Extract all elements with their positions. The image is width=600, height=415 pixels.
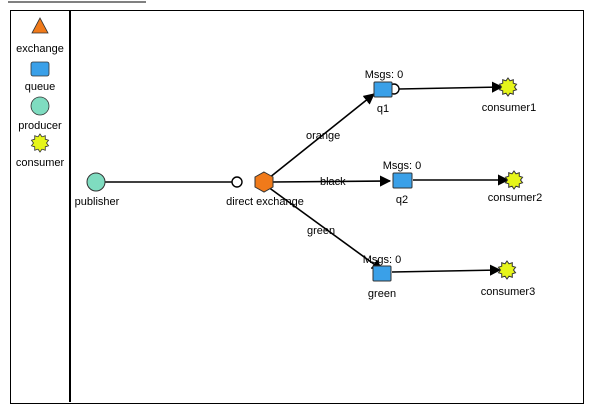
- node-consumer2[interactable]: consumer2: [488, 170, 542, 204]
- queue-rect-icon[interactable]: [372, 265, 392, 282]
- edge-label-orange: orange: [306, 130, 340, 142]
- node-label-publisher: publisher: [75, 196, 120, 208]
- queue-msgs-q2: Msgs: 0: [383, 160, 422, 172]
- legend-label-queue: queue: [25, 81, 56, 93]
- legend: exchange queue producer consumer: [16, 17, 65, 169]
- edges: orange black green: [105, 81, 510, 276]
- legend-item-exchange: exchange: [16, 17, 64, 55]
- node-green[interactable]: Msgs: 0 green: [363, 254, 402, 300]
- node-q1[interactable]: Msgs: 0 q1: [365, 69, 404, 115]
- legend-label-producer: producer: [18, 120, 62, 132]
- edge-green-consumer3[interactable]: [391, 264, 502, 276]
- node-label-exchange: direct exchange: [226, 196, 304, 208]
- node-label-consumer3: consumer3: [481, 286, 535, 298]
- legend-label-consumer: consumer: [16, 157, 65, 169]
- queue-rect-icon[interactable]: [392, 172, 413, 189]
- node-consumer3[interactable]: consumer3: [481, 260, 535, 298]
- edge-origin-circle: [231, 176, 243, 188]
- legend-label-exchange: exchange: [16, 43, 64, 55]
- node-label-green: green: [368, 288, 396, 300]
- edge-q1-consumer1[interactable]: [398, 81, 504, 93]
- node-q2[interactable]: Msgs: 0 q2: [383, 160, 422, 206]
- exchange-hexagon-icon[interactable]: [254, 171, 274, 193]
- producer-circle-icon[interactable]: [86, 172, 106, 192]
- producer-circle-icon: [30, 96, 50, 116]
- node-label-q2: q2: [396, 194, 408, 206]
- consumer-star-icon[interactable]: [497, 260, 517, 280]
- edge-black[interactable]: [271, 175, 392, 187]
- queue-rect-icon: [30, 61, 50, 77]
- legend-item-producer: producer: [18, 96, 62, 132]
- legend-item-consumer: consumer: [16, 133, 65, 169]
- node-label-consumer1: consumer1: [482, 102, 536, 114]
- exchange-triangle-icon: [31, 17, 49, 34]
- node-exchange[interactable]: direct exchange: [226, 171, 304, 208]
- queue-msgs-q1: Msgs: 0: [365, 69, 404, 81]
- node-publisher[interactable]: publisher: [75, 172, 120, 208]
- queue-rect-icon[interactable]: [373, 81, 393, 98]
- legend-item-queue: queue: [25, 61, 56, 93]
- edge-orange[interactable]: [263, 93, 375, 183]
- diagram-frame: [10, 10, 584, 404]
- edge-label-green: green: [307, 225, 335, 237]
- consumer-star-icon: [30, 133, 50, 153]
- consumer-star-icon[interactable]: [504, 170, 524, 190]
- node-consumer1[interactable]: consumer1: [482, 77, 536, 114]
- queue-msgs-green: Msgs: 0: [363, 254, 402, 266]
- edge-green[interactable]: [263, 183, 383, 271]
- consumer-star-icon[interactable]: [498, 77, 518, 97]
- node-label-consumer2: consumer2: [488, 192, 542, 204]
- edge-label-black: black: [320, 176, 346, 188]
- node-label-q1: q1: [377, 103, 389, 115]
